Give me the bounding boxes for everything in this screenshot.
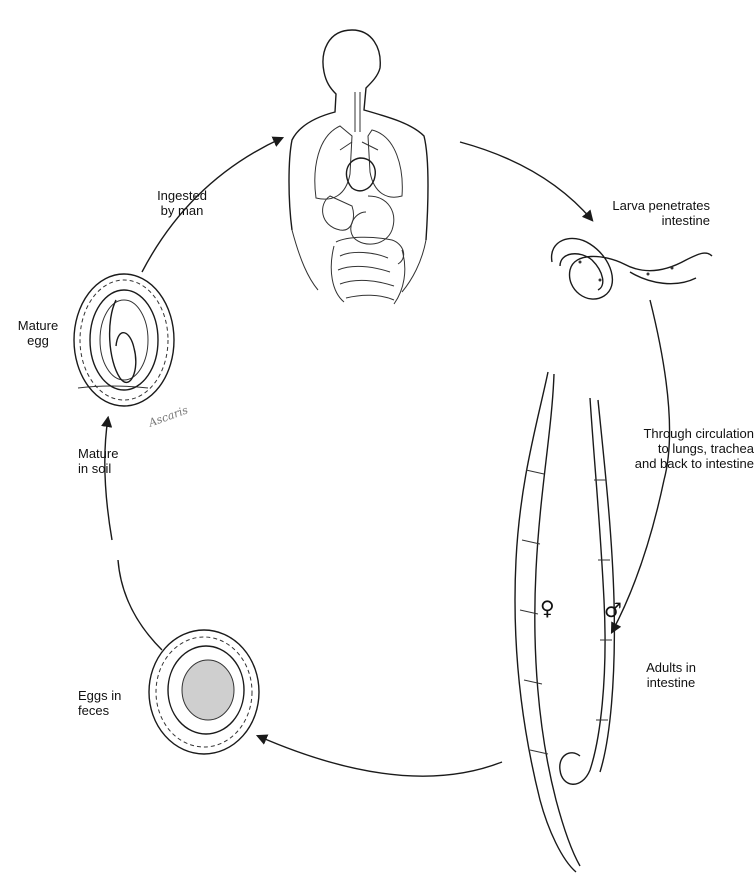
human-torso-figure <box>289 30 428 304</box>
label-mature-egg: Mature egg <box>8 318 68 348</box>
label-line: in soil <box>78 461 118 476</box>
arrow-eggs-to-soil <box>118 560 162 650</box>
arrow-human-to-larva <box>460 142 592 220</box>
label-line: intestine <box>590 213 710 228</box>
label-line: Mature <box>8 318 68 333</box>
label-adults-in-intestine: Adults in intestine <box>616 660 726 690</box>
female-symbol-icon: ♀ <box>540 596 555 620</box>
label-line: to lungs, trachea <box>584 441 754 456</box>
arrow-soil-to-mature-egg <box>105 418 112 540</box>
label-through-circulation: Through circulation to lungs, trachea an… <box>584 426 754 471</box>
label-eggs-in-feces: Eggs in feces <box>78 688 121 718</box>
egg-in-feces-figure <box>149 630 259 754</box>
label-line: Ingested <box>132 188 232 203</box>
label-line: Eggs in <box>78 688 121 703</box>
arrow-adults-to-eggs <box>258 736 502 776</box>
label-line: intestine <box>616 675 726 690</box>
label-ingested-by-man: Ingested by man <box>132 188 232 218</box>
label-line: egg <box>8 333 68 348</box>
label-line: Through circulation <box>584 426 754 441</box>
label-line: Larva penetrates <box>590 198 710 213</box>
label-larva-penetrates: Larva penetrates intestine <box>590 198 710 228</box>
larva-worm-figure <box>552 238 712 299</box>
label-line: Adults in <box>616 660 726 675</box>
label-line: feces <box>78 703 121 718</box>
male-symbol-icon: ♂ <box>604 598 622 622</box>
label-mature-in-soil: Mature in soil <box>78 446 118 476</box>
label-line: Mature <box>78 446 118 461</box>
label-line: and back to intestine <box>584 456 754 471</box>
label-line: by man <box>132 203 232 218</box>
